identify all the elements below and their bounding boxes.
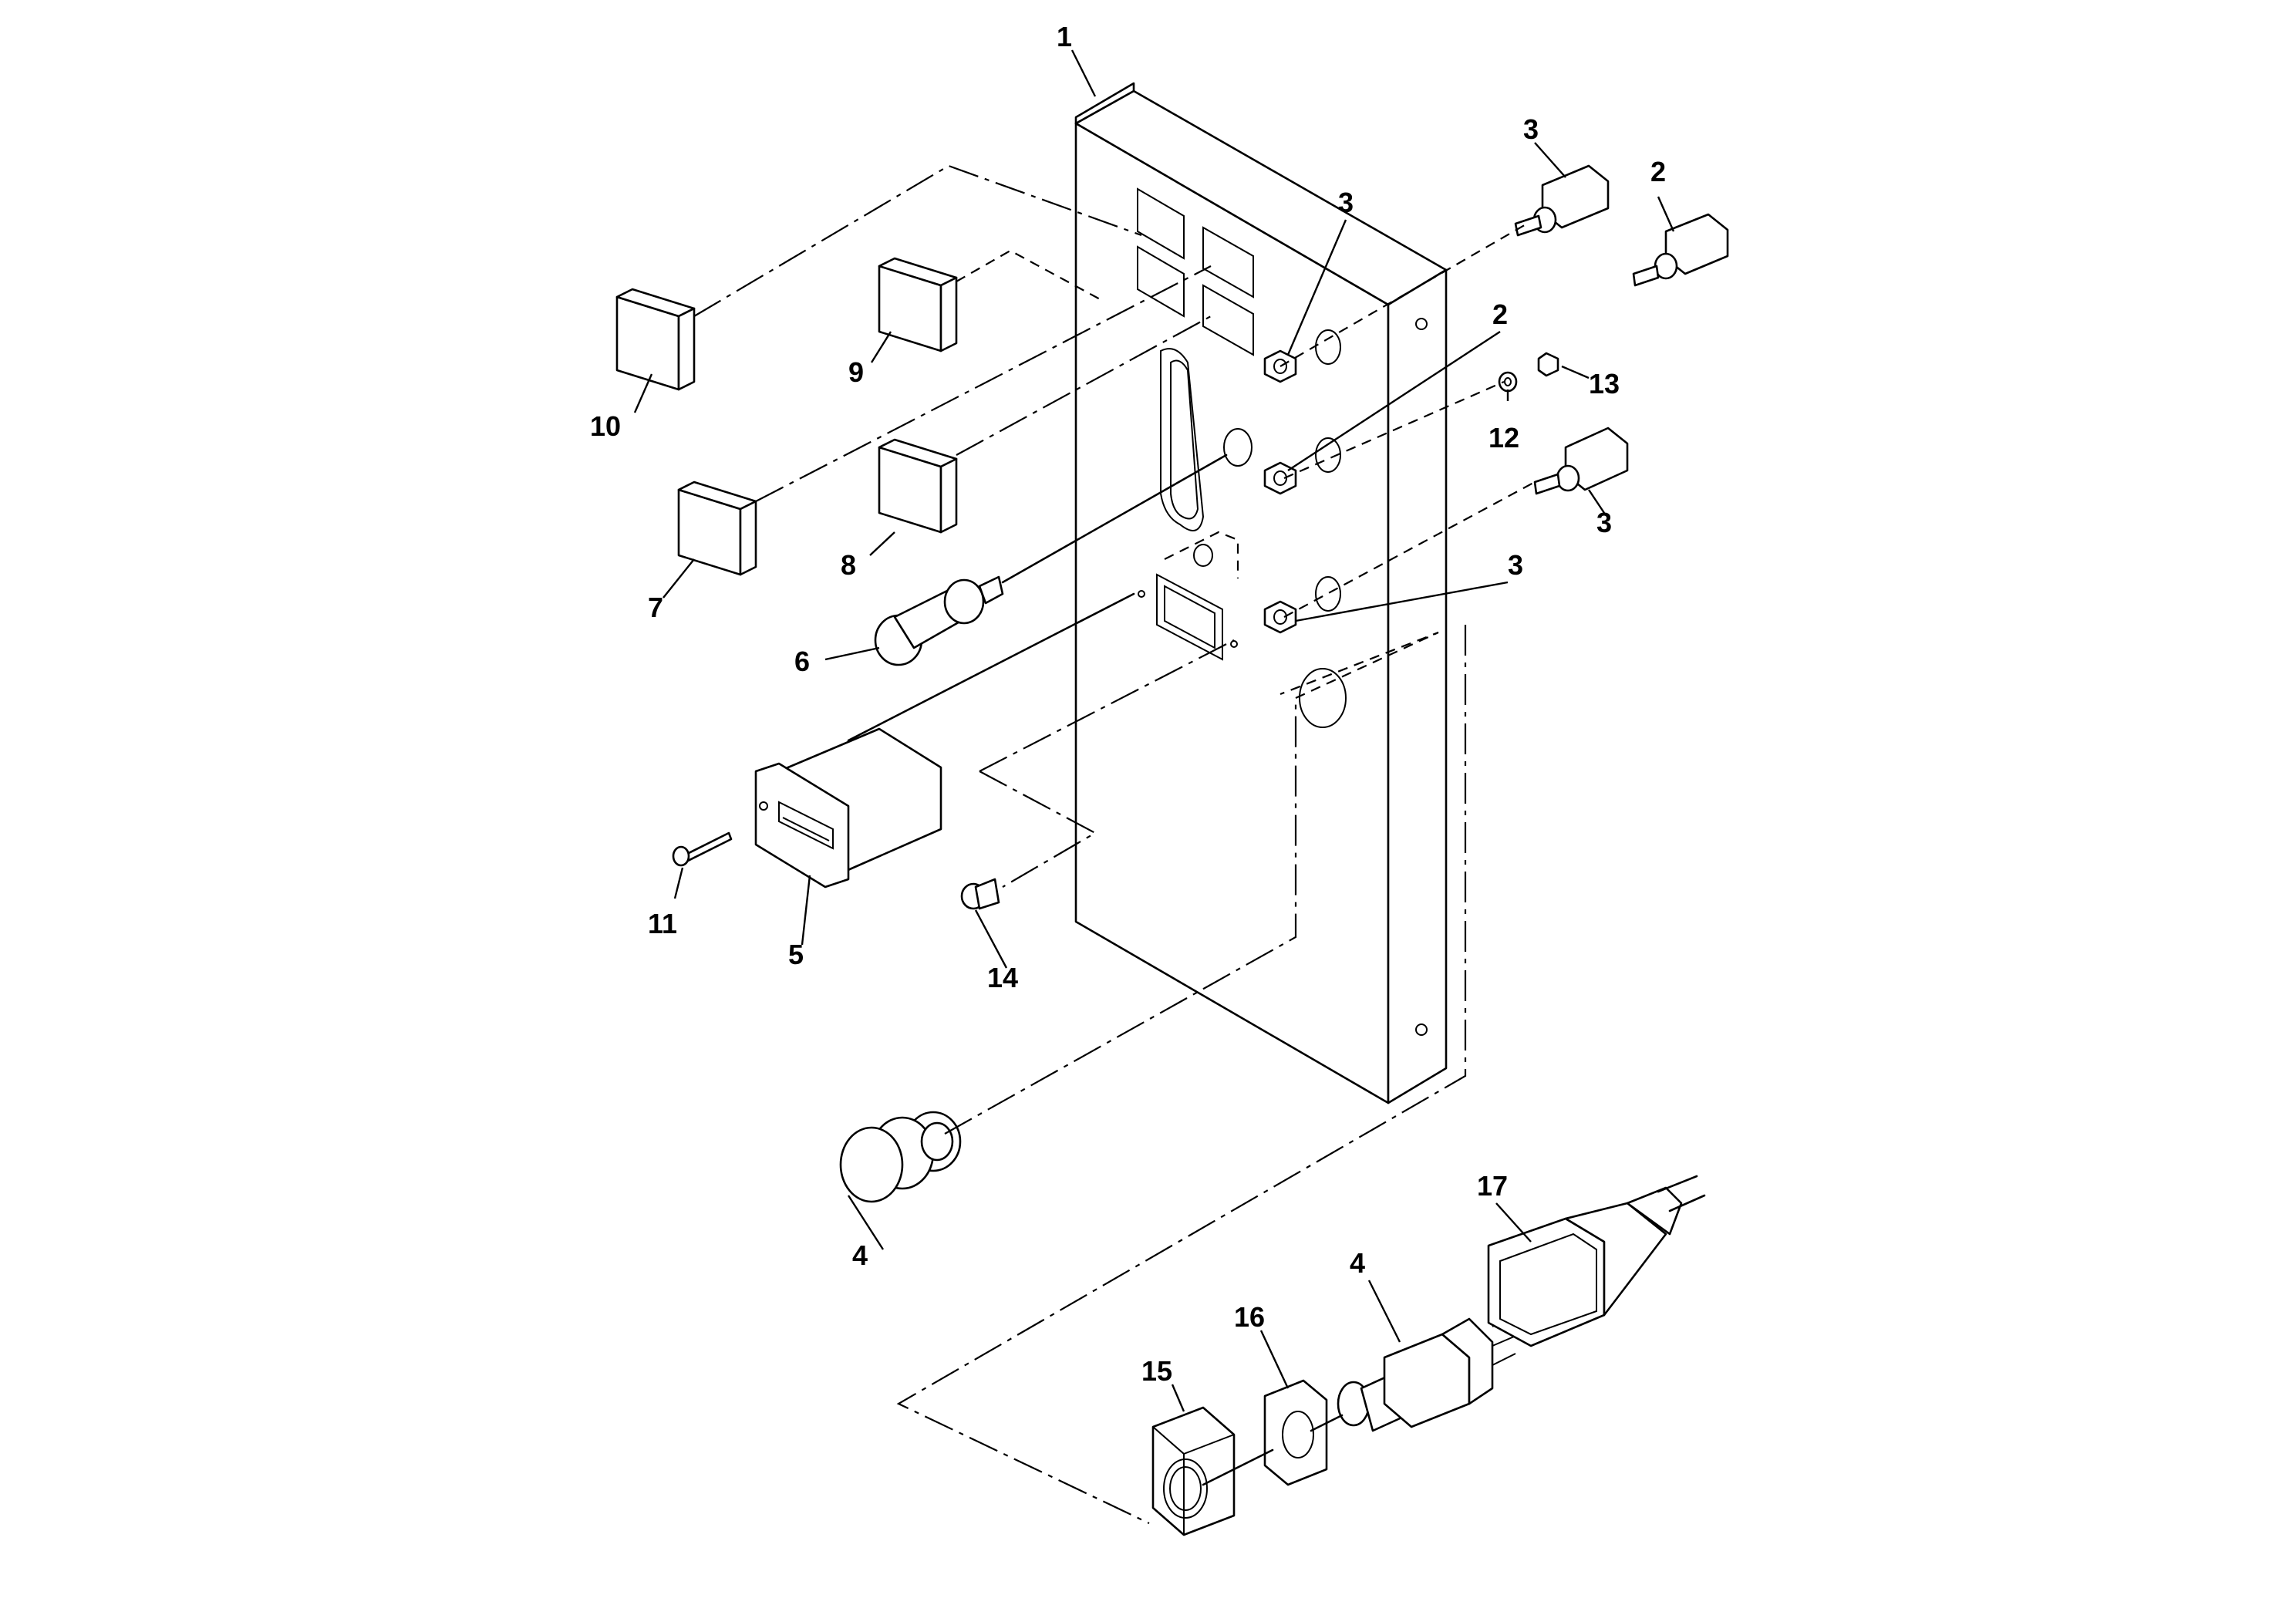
screw-11 [672, 831, 733, 867]
control-panel-bracket [1074, 82, 1448, 1104]
hole-plug-14 [960, 878, 1000, 910]
callout-8: 8 [841, 549, 856, 581]
push-button-4 [839, 1111, 962, 1203]
callout-10: 10 [590, 410, 621, 442]
toggle-switch-3-top [1514, 164, 1610, 237]
callout-numbers: 1 2 2 3 3 3 3 4 4 5 6 7 8 9 10 11 12 13 … [590, 21, 1666, 1387]
indicator-lens-10 [615, 288, 696, 391]
callout-11: 11 [648, 908, 677, 939]
callout-4: 4 [852, 1239, 868, 1271]
hex-nut-13 [1537, 352, 1559, 377]
indicator-lens-8 [878, 438, 958, 534]
toggle-switch-2-top [1632, 213, 1729, 287]
indicator-lens-7 [677, 481, 757, 576]
toggle-switch-3-middle [1533, 427, 1629, 495]
callout-3: 3 [1596, 507, 1612, 538]
callout-15: 15 [1141, 1355, 1172, 1387]
hour-meter-5 [754, 727, 942, 889]
callout-9: 9 [848, 356, 864, 388]
callout-14: 14 [987, 962, 1018, 993]
callout-17: 17 [1477, 1170, 1508, 1202]
callout-3: 3 [1338, 187, 1354, 218]
callout-1: 1 [1057, 21, 1072, 52]
callout-leaders [633, 49, 1675, 1412]
switch-body-4 [1337, 1314, 1520, 1432]
gasket-16 [1263, 1379, 1328, 1486]
callout-12: 12 [1489, 422, 1519, 454]
boot-cover-17 [1487, 1175, 1706, 1347]
callout-3: 3 [1523, 113, 1539, 145]
callout-4: 4 [1350, 1247, 1365, 1279]
callout-5: 5 [788, 939, 804, 970]
callout-13: 13 [1589, 368, 1620, 400]
callout-2: 2 [1492, 298, 1508, 330]
callout-2: 2 [1650, 156, 1666, 187]
bezel-15 [1151, 1406, 1236, 1536]
callout-3: 3 [1508, 549, 1523, 581]
indicator-lens-9 [878, 257, 958, 352]
callout-6: 6 [794, 646, 810, 677]
callout-7: 7 [648, 592, 663, 623]
assembly-center-lines [693, 164, 1536, 1524]
hex-nut-lower [1263, 600, 1297, 634]
pilot-light-6 [874, 575, 1004, 666]
callout-16: 16 [1234, 1301, 1265, 1333]
